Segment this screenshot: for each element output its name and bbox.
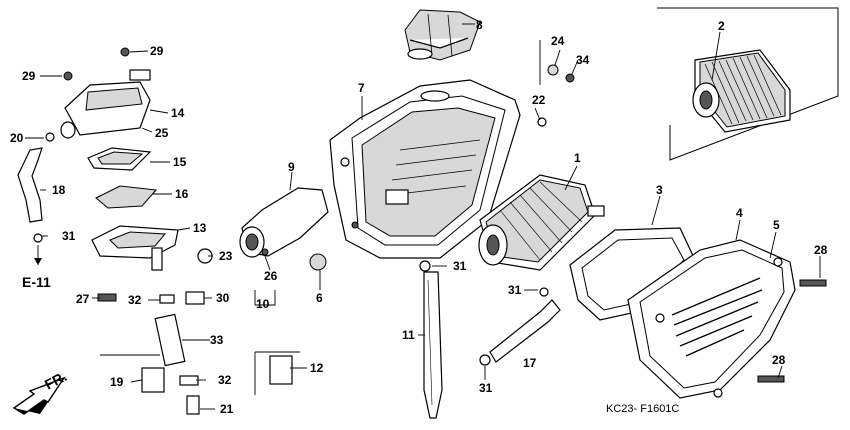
callout-17: 17 — [523, 356, 537, 370]
callouts: 1 2 3 4 5 6 7 8 9 10 11 12 13 14 15 16 1… — [10, 18, 828, 416]
callout-24: 24 — [551, 34, 565, 48]
front-arrow-icon — [12, 376, 66, 415]
leader-lines — [25, 23, 821, 410]
filter-element — [478, 174, 605, 271]
callout-26: 26 — [264, 269, 278, 283]
callout-33: 33 — [210, 333, 224, 347]
reed-valve-cover — [60, 69, 151, 139]
callout-32-lower: 32 — [218, 373, 232, 387]
breather-hose — [489, 299, 561, 363]
callout-9: 9 — [288, 160, 295, 174]
callout-34: 34 — [576, 53, 590, 67]
callout-32-upper: 32 — [128, 293, 142, 307]
callout-22: 22 — [532, 93, 546, 107]
intake-duct — [404, 9, 481, 61]
callout-19: 19 — [110, 375, 124, 389]
callout-15: 15 — [173, 155, 187, 169]
callout-28-lower: 28 — [772, 353, 786, 367]
callout-12: 12 — [310, 361, 324, 375]
callout-14: 14 — [171, 106, 185, 120]
air-cleaner-cover — [627, 239, 796, 399]
callout-10: 10 — [256, 297, 270, 311]
fasteners — [33, 47, 827, 415]
reed-valve-plate — [87, 147, 152, 171]
callout-3: 3 — [656, 183, 663, 197]
callout-6: 6 — [316, 291, 323, 305]
callout-28-upper: 28 — [814, 243, 828, 257]
reference-arrow-icon — [34, 258, 42, 265]
reference-label: E-11 — [22, 274, 51, 290]
callout-31-hose: 31 — [508, 283, 522, 297]
callout-30: 30 — [216, 291, 230, 305]
callout-18: 18 — [52, 183, 66, 197]
callout-31-tube: 31 — [453, 259, 467, 273]
callout-11: 11 — [402, 328, 415, 342]
callout-2: 2 — [718, 19, 725, 33]
callout-7: 7 — [358, 81, 365, 95]
callout-5: 5 — [773, 218, 780, 232]
callout-29-right: 29 — [150, 44, 164, 58]
callout-4: 4 — [736, 206, 743, 220]
reed-valve-body — [91, 225, 179, 271]
callout-16: 16 — [175, 187, 189, 201]
callout-8: 8 — [476, 18, 483, 32]
callout-21: 21 — [220, 402, 234, 416]
footer-code: KC23- F1601C — [606, 403, 679, 415]
reed-valve-seal — [95, 185, 158, 209]
callout-1: 1 — [574, 151, 581, 165]
callout-25: 25 — [155, 126, 169, 140]
air-filter-element-inset — [657, 7, 839, 161]
air-cleaner-case — [329, 79, 521, 259]
callout-27: 27 — [76, 292, 90, 306]
callout-20: 20 — [10, 131, 24, 145]
reed-valve-hose — [17, 147, 43, 223]
callout-31-left: 31 — [62, 229, 76, 243]
drain-tube — [423, 271, 443, 419]
callout-23: 23 — [219, 249, 233, 263]
callout-13: 13 — [193, 221, 207, 235]
callout-31-bottom: 31 — [479, 381, 493, 395]
connecting-tube — [239, 187, 329, 258]
callout-29-left: 29 — [22, 69, 36, 83]
